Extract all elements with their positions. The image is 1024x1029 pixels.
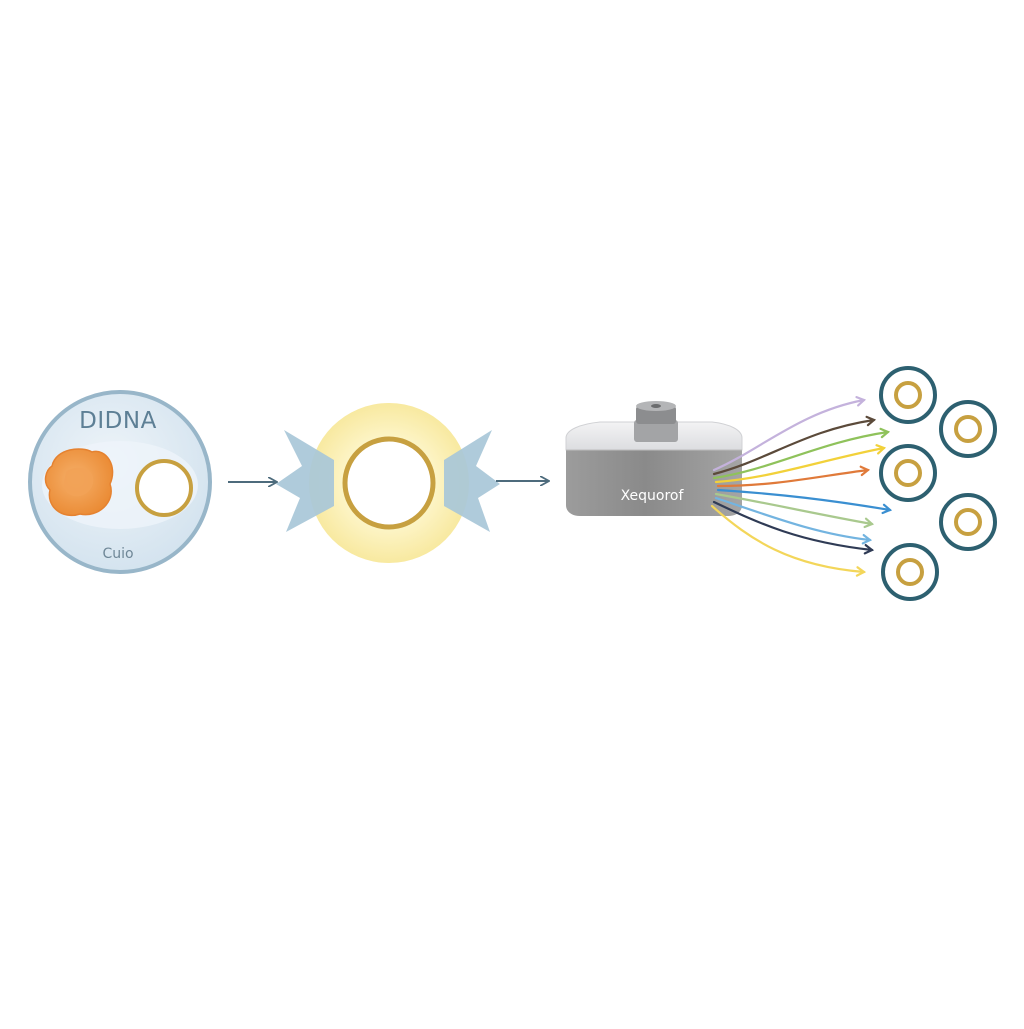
- sequencer-device-icon: Xequorof: [565, 401, 743, 516]
- source-title: DIDNA: [79, 408, 157, 434]
- output-stream-arrowhead-2: [865, 415, 877, 427]
- output-ring-core: [894, 459, 922, 487]
- inner-gold-ring-icon: [135, 459, 193, 517]
- output-stream-arrowhead-9: [863, 544, 875, 555]
- source-cell-disc: DIDNA Cuio: [28, 390, 212, 574]
- device-label-line3: Xequorof: [621, 488, 685, 504]
- output-ring-4: [939, 493, 997, 551]
- output-ring-core: [954, 508, 982, 536]
- output-stream-3: [712, 430, 890, 480]
- output-ring-core: [894, 381, 922, 409]
- output-stream-4: [714, 446, 886, 484]
- output-stream-9: [712, 500, 874, 552]
- output-ring-core: [896, 558, 924, 586]
- output-ring-1: [879, 366, 937, 424]
- output-ring-icon: [939, 400, 997, 458]
- device-collar: [634, 420, 678, 442]
- output-ring-2: [939, 400, 997, 458]
- output-stream-5: [716, 468, 870, 488]
- device-body: [566, 450, 742, 516]
- output-stream-6: [716, 488, 892, 512]
- output-stream-arrowhead-5: [859, 465, 871, 477]
- output-stream-arrowhead-8: [861, 534, 873, 545]
- device-port-icon: [651, 404, 661, 408]
- output-stream-arrowhead-10: [855, 566, 867, 577]
- output-streams: [710, 396, 893, 577]
- output-stream-7: [714, 492, 874, 526]
- output-ring-core: [954, 415, 982, 443]
- device-knob: [636, 406, 676, 424]
- right-wing-icon: [444, 430, 500, 532]
- blob-nucleus: [63, 467, 94, 497]
- source-bottom-label: Cuio: [102, 546, 133, 562]
- output-stream-2: [712, 418, 876, 476]
- output-ring-icon: [879, 366, 937, 424]
- output-ring-icon: [879, 444, 937, 502]
- output-stream-10: [710, 504, 866, 574]
- glowing-ring-icon: [342, 436, 436, 530]
- left-wing-icon: [276, 430, 334, 532]
- output-stream-1: [712, 398, 866, 472]
- glowing-particle: [276, 403, 500, 563]
- output-stream-arrowhead-3: [879, 427, 891, 439]
- output-stream-arrowhead-1: [855, 396, 867, 407]
- output-ring-5: [881, 543, 939, 601]
- output-ring-3: [879, 444, 937, 502]
- output-ring-icon: [881, 543, 939, 601]
- output-rings: [879, 366, 997, 601]
- output-stream-arrowhead-4: [875, 444, 887, 455]
- output-ring-icon: [939, 493, 997, 551]
- output-stream-8: [714, 496, 872, 542]
- output-stream-arrowhead-7: [863, 517, 875, 529]
- output-stream-arrowhead-6: [881, 503, 893, 515]
